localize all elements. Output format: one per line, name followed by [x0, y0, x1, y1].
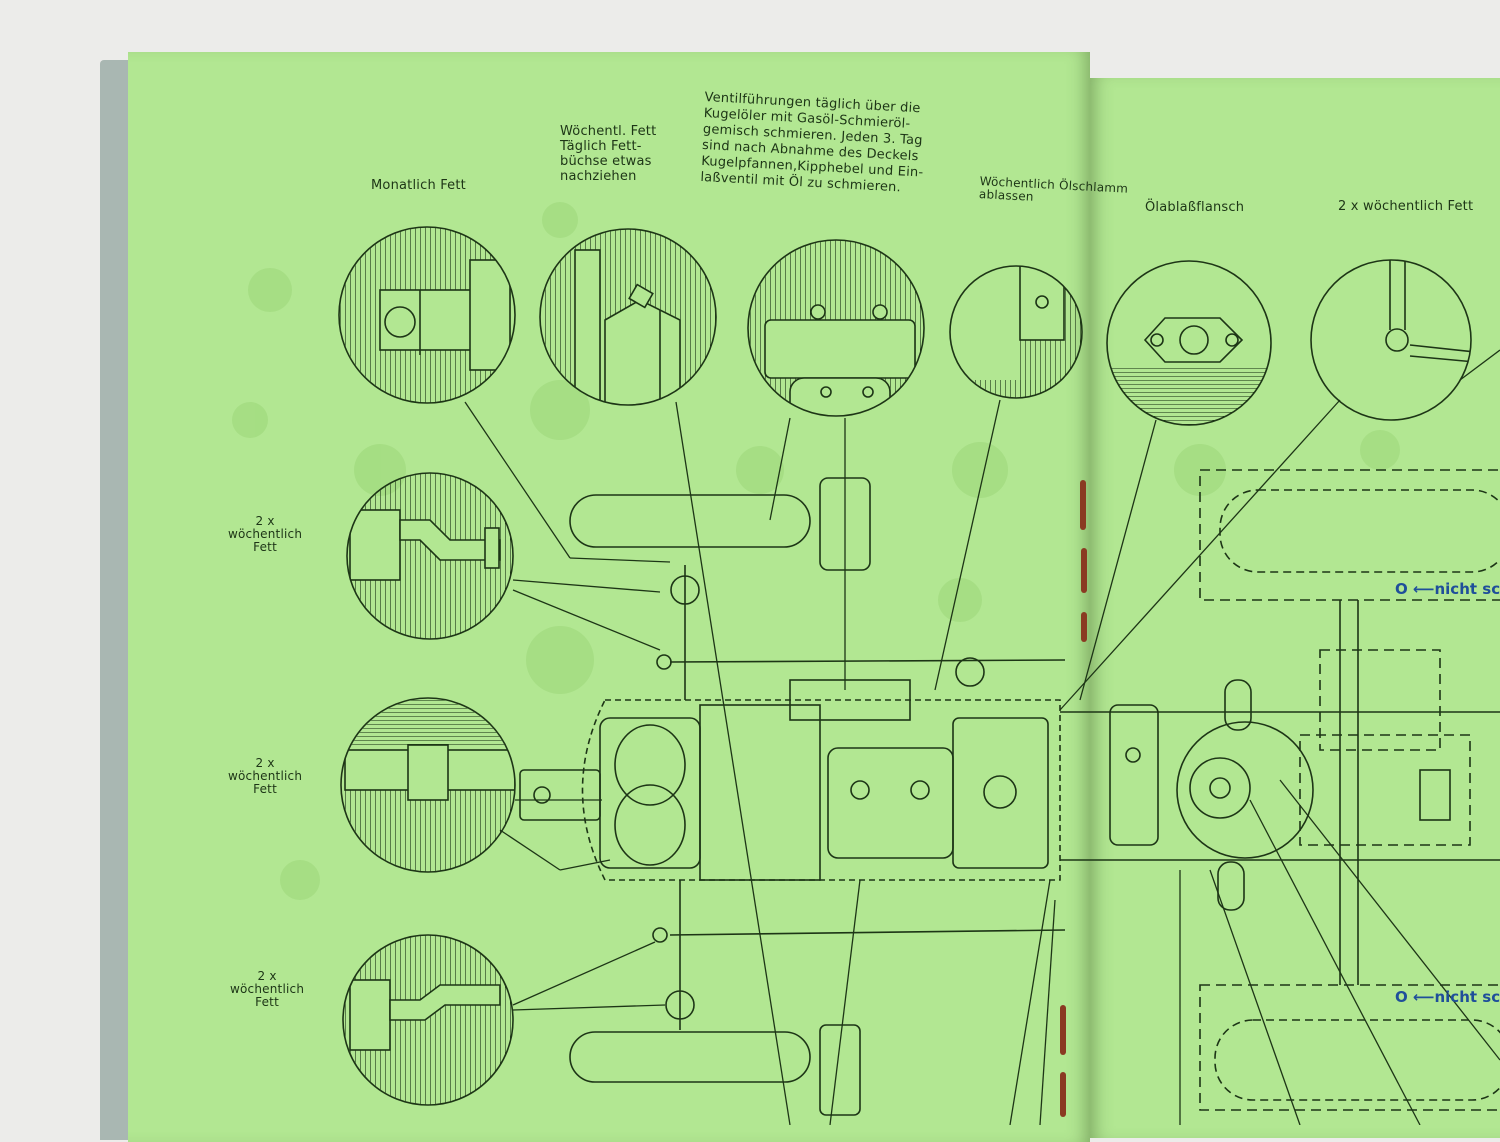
- detail-circle-drain-flange: [1106, 260, 1272, 426]
- label-valve-guides: Ventilführungen täglich über die Kugelöl…: [700, 90, 924, 196]
- label-weekly-daily-grease: Wöchentl. Fett Täglich Fett- büchse etwa…: [560, 124, 657, 184]
- label-twice-weekly-3: 2 x wöchentlich Fett: [230, 969, 305, 1009]
- label-drain-flange: Ölablaßflansch: [1145, 200, 1245, 215]
- detail-circle-sludge: [949, 265, 1083, 399]
- label-twice-weekly-1: 2 x wöchentlich Fett: [228, 514, 303, 554]
- detail-circle-steering-2: [342, 934, 514, 1106]
- binding-stitches: [1060, 480, 1087, 1117]
- detail-circle-valve: [747, 239, 925, 417]
- note-no-lube-2: O ⟵nicht schm: [1395, 988, 1500, 1006]
- label-monthly-grease: Monatlich Fett: [371, 178, 466, 193]
- detail-circle-steering-1: [346, 472, 514, 640]
- label-twice-weekly-2: 2 x wöchentlich Fett: [228, 756, 303, 796]
- note-no-lube-1: O ⟵nicht sc: [1395, 580, 1500, 598]
- tractor-top-view: [519, 469, 1500, 1116]
- detail-circle-axle: [340, 697, 516, 873]
- right-page: [1090, 78, 1500, 1138]
- leader-lines: [464, 349, 1500, 1125]
- label-twice-weekly-top: 2 x wöchentlich Fett: [1338, 199, 1474, 214]
- detail-circle-weekly-daily: [539, 228, 717, 406]
- detail-circle-monthly: [338, 226, 516, 404]
- detail-circle-twice-weekly-top: [1310, 259, 1472, 421]
